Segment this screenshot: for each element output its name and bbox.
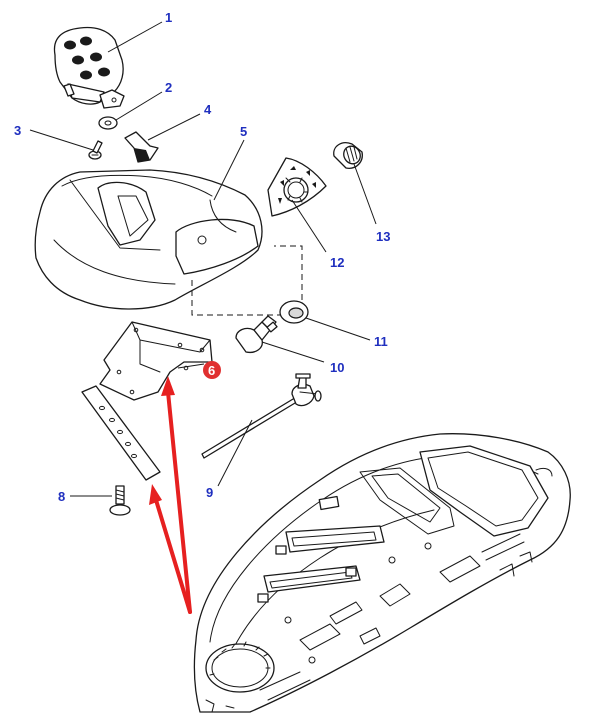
part-1-switch-pod[interactable] (53, 26, 125, 109)
callout-3: 3 (14, 123, 21, 138)
part-11-washer[interactable] (279, 300, 309, 324)
callout-12: 12 (330, 255, 344, 270)
callout-6-badge (203, 361, 221, 379)
red-arrow-upper-head (161, 376, 175, 396)
part-12-dial-panel[interactable] (267, 157, 327, 217)
part-3-screw[interactable] (88, 140, 103, 160)
callout-13: 13 (376, 229, 390, 244)
callout-6: 6 (208, 363, 215, 378)
red-arrow-lower (154, 498, 192, 614)
callout-1: 1 (165, 10, 172, 25)
part-2-washer[interactable] (98, 116, 118, 130)
part-4-clip[interactable] (124, 131, 159, 163)
callout-10: 10 (330, 360, 344, 375)
part-13-knob[interactable] (333, 142, 364, 169)
callout-9: 9 (206, 485, 213, 500)
callout-labels: 1 2 3 4 5 6 8 9 10 11 12 13 (14, 10, 390, 504)
part-6-bracket[interactable] (99, 321, 213, 401)
callout-11: 11 (374, 334, 388, 349)
dashboard-housing[interactable] (193, 433, 571, 713)
callout-2: 2 (165, 80, 172, 95)
part-5-cover[interactable] (34, 169, 263, 310)
part-8-screw[interactable] (109, 485, 131, 516)
red-arrow-lower-head (149, 484, 162, 505)
leader-lines (29, 21, 377, 497)
callout-4: 4 (204, 102, 212, 117)
mounting-strip[interactable] (81, 385, 161, 481)
red-arrow-upper (166, 390, 192, 614)
part-10-potentiometer[interactable] (235, 315, 278, 354)
callout-8: 8 (58, 489, 65, 504)
part-9-probe[interactable] (201, 373, 322, 459)
red-arrow-icon (149, 376, 192, 614)
callout-5: 5 (240, 124, 247, 139)
